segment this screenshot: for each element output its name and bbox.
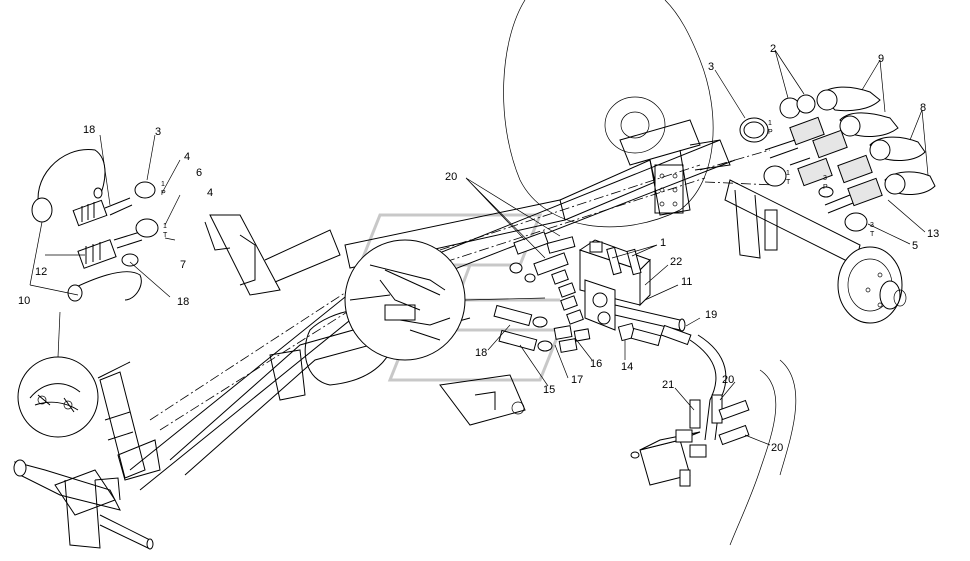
callout-13: 13 xyxy=(927,228,939,240)
callout-2: 2 xyxy=(770,43,776,55)
right-coupler-group xyxy=(714,49,936,245)
callout-9: 9 xyxy=(878,53,884,65)
callout-18a: 18 xyxy=(83,124,95,136)
hydraulic-lines xyxy=(149,149,776,431)
port-mark-1-left: 1 xyxy=(161,181,165,188)
port-mark-t-left: T xyxy=(163,232,168,239)
port-mark-1-right: 1 xyxy=(768,120,772,127)
callout-16: 16 xyxy=(590,358,602,370)
callout-20b: 20 xyxy=(722,374,734,386)
port-mark-t-right: T xyxy=(786,179,791,186)
port-mark-t-right-b: T xyxy=(870,231,875,238)
front-axle xyxy=(13,459,154,550)
port-marks: 1 P 1 T 1 P 1 T 3 P 3 T xyxy=(161,120,875,239)
detail-circle-frame xyxy=(344,239,546,361)
callout-20c: 20 xyxy=(771,442,783,454)
port-mark-p-right: P xyxy=(768,129,773,136)
callout-11: 11 xyxy=(681,276,692,288)
callout-17: 17 xyxy=(571,374,583,386)
callout-7: 7 xyxy=(180,259,186,271)
hose-lower xyxy=(630,334,797,546)
callout-22: 22 xyxy=(670,256,682,268)
callout-6: 6 xyxy=(196,167,202,179)
port-mark-1-left-b: 1 xyxy=(163,223,167,230)
callout-labels: 18 3 4 6 4 7 12 10 18 20 1 22 11 19 18 1… xyxy=(18,43,939,454)
port-mark-p-left: P xyxy=(161,190,166,197)
callout-5: 5 xyxy=(912,240,918,252)
callout-14: 14 xyxy=(621,361,633,373)
spare-wheel xyxy=(503,0,714,228)
detail-circle-connectors xyxy=(17,311,131,438)
callout-19: 19 xyxy=(705,309,717,321)
port-mark-3-right: 3 xyxy=(823,175,827,182)
callout-20a: 20 xyxy=(445,171,457,183)
left-coupler-group xyxy=(29,134,181,302)
callout-18b: 18 xyxy=(177,296,189,308)
callout-4b: 4 xyxy=(207,187,213,199)
callout-1: 1 xyxy=(660,237,666,249)
port-mark-3-right-b: 3 xyxy=(870,222,874,229)
port-mark-1-right-b: 1 xyxy=(786,170,790,177)
port-mark-p-right-b: P xyxy=(823,184,828,191)
callout-3b: 3 xyxy=(708,61,714,73)
callout-12: 12 xyxy=(35,266,47,278)
callout-10: 10 xyxy=(18,295,30,307)
valve-assembly xyxy=(493,231,692,353)
callout-15: 15 xyxy=(543,384,555,396)
callout-3a: 3 xyxy=(155,126,161,138)
callout-21: 21 xyxy=(662,379,674,391)
rear-axle xyxy=(724,179,907,324)
center-leaders xyxy=(465,177,771,446)
callout-18c: 18 xyxy=(475,347,487,359)
callout-4a: 4 xyxy=(184,151,190,163)
callout-8: 8 xyxy=(920,102,926,114)
